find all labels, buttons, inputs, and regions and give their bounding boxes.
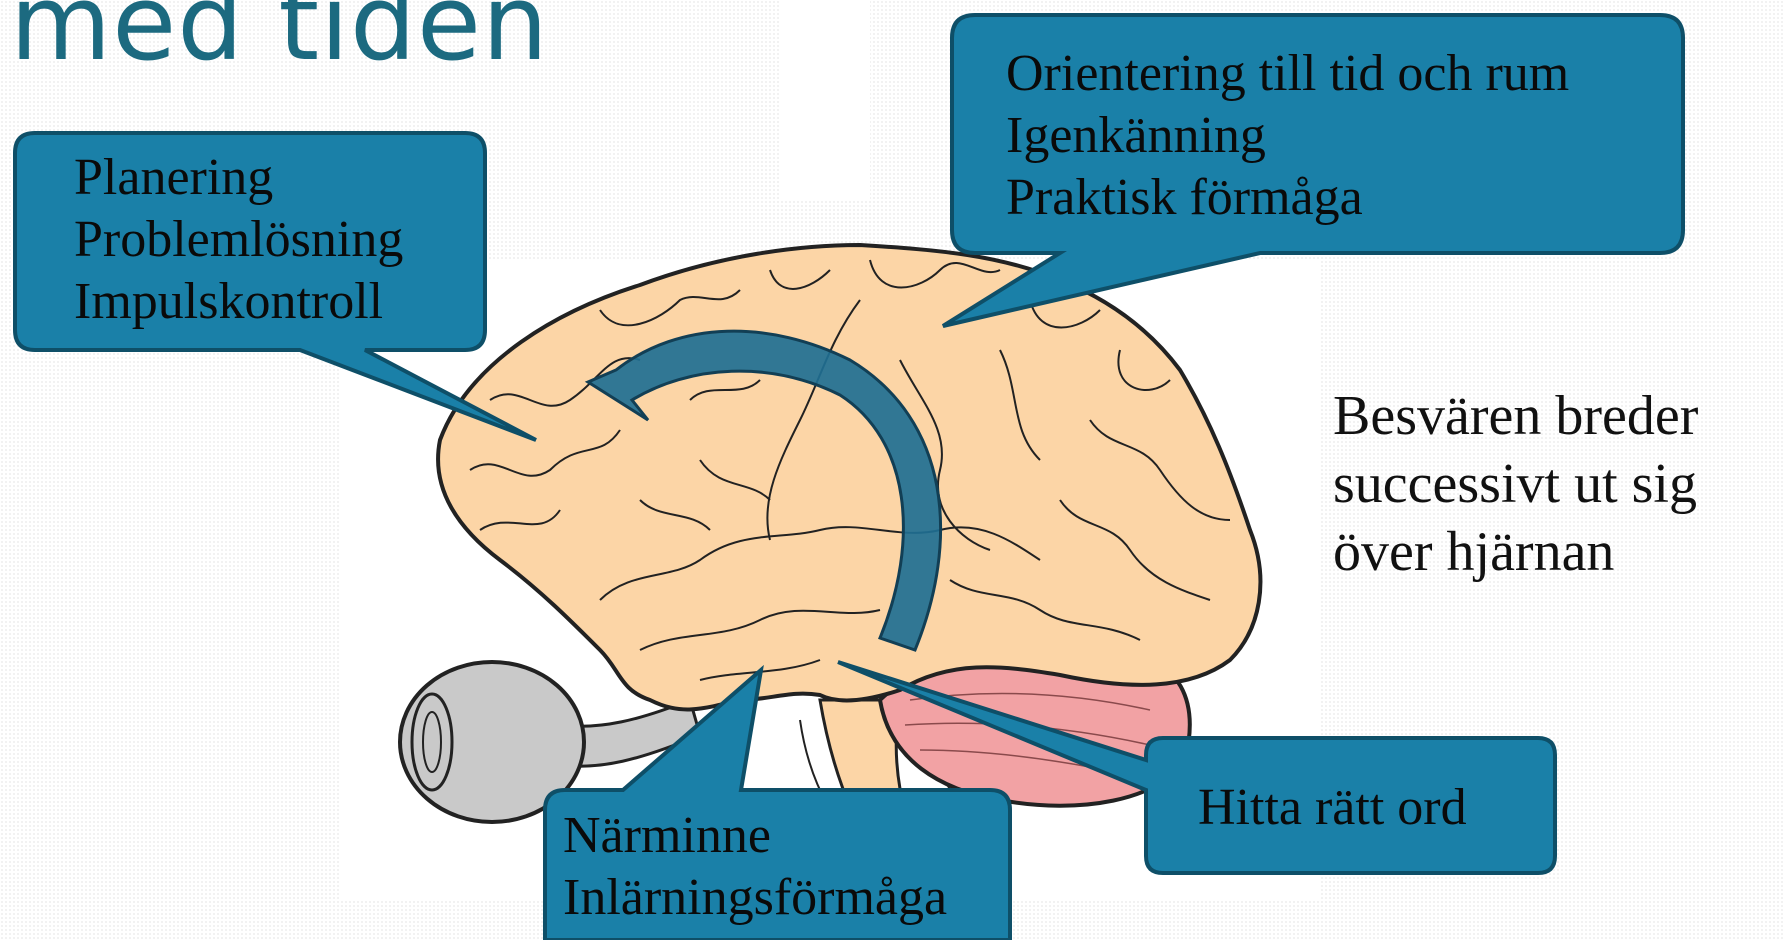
side-caption: Besvären breder successivt ut sig över h… bbox=[1333, 382, 1698, 586]
callout-line: Planering bbox=[74, 147, 403, 209]
callout-line: Impulskontroll bbox=[74, 271, 403, 333]
memory-callout: Närminne Inlärningsförmåga bbox=[563, 805, 947, 929]
frontal-lobe-callout: Planering Problemlösning Impulskontroll bbox=[74, 147, 403, 333]
side-caption-line: successivt ut sig bbox=[1333, 450, 1698, 518]
side-caption-line: Besvären breder bbox=[1333, 382, 1698, 450]
side-caption-line: över hjärnan bbox=[1333, 518, 1698, 586]
callout-line: Orientering till tid och rum bbox=[1006, 43, 1569, 105]
language-callout: Hitta rätt ord bbox=[1198, 777, 1467, 839]
callout-line: Inlärningsförmåga bbox=[563, 867, 947, 929]
callout-line: Igenkänning bbox=[1006, 105, 1569, 167]
callout-line: Praktisk förmåga bbox=[1006, 167, 1569, 229]
callout-line: Närminne bbox=[563, 805, 947, 867]
parietal-lobe-callout: Orientering till tid och rum Igenkänning… bbox=[1006, 43, 1569, 229]
callout-line: Problemlösning bbox=[74, 209, 403, 271]
callout-line: Hitta rätt ord bbox=[1198, 777, 1467, 839]
